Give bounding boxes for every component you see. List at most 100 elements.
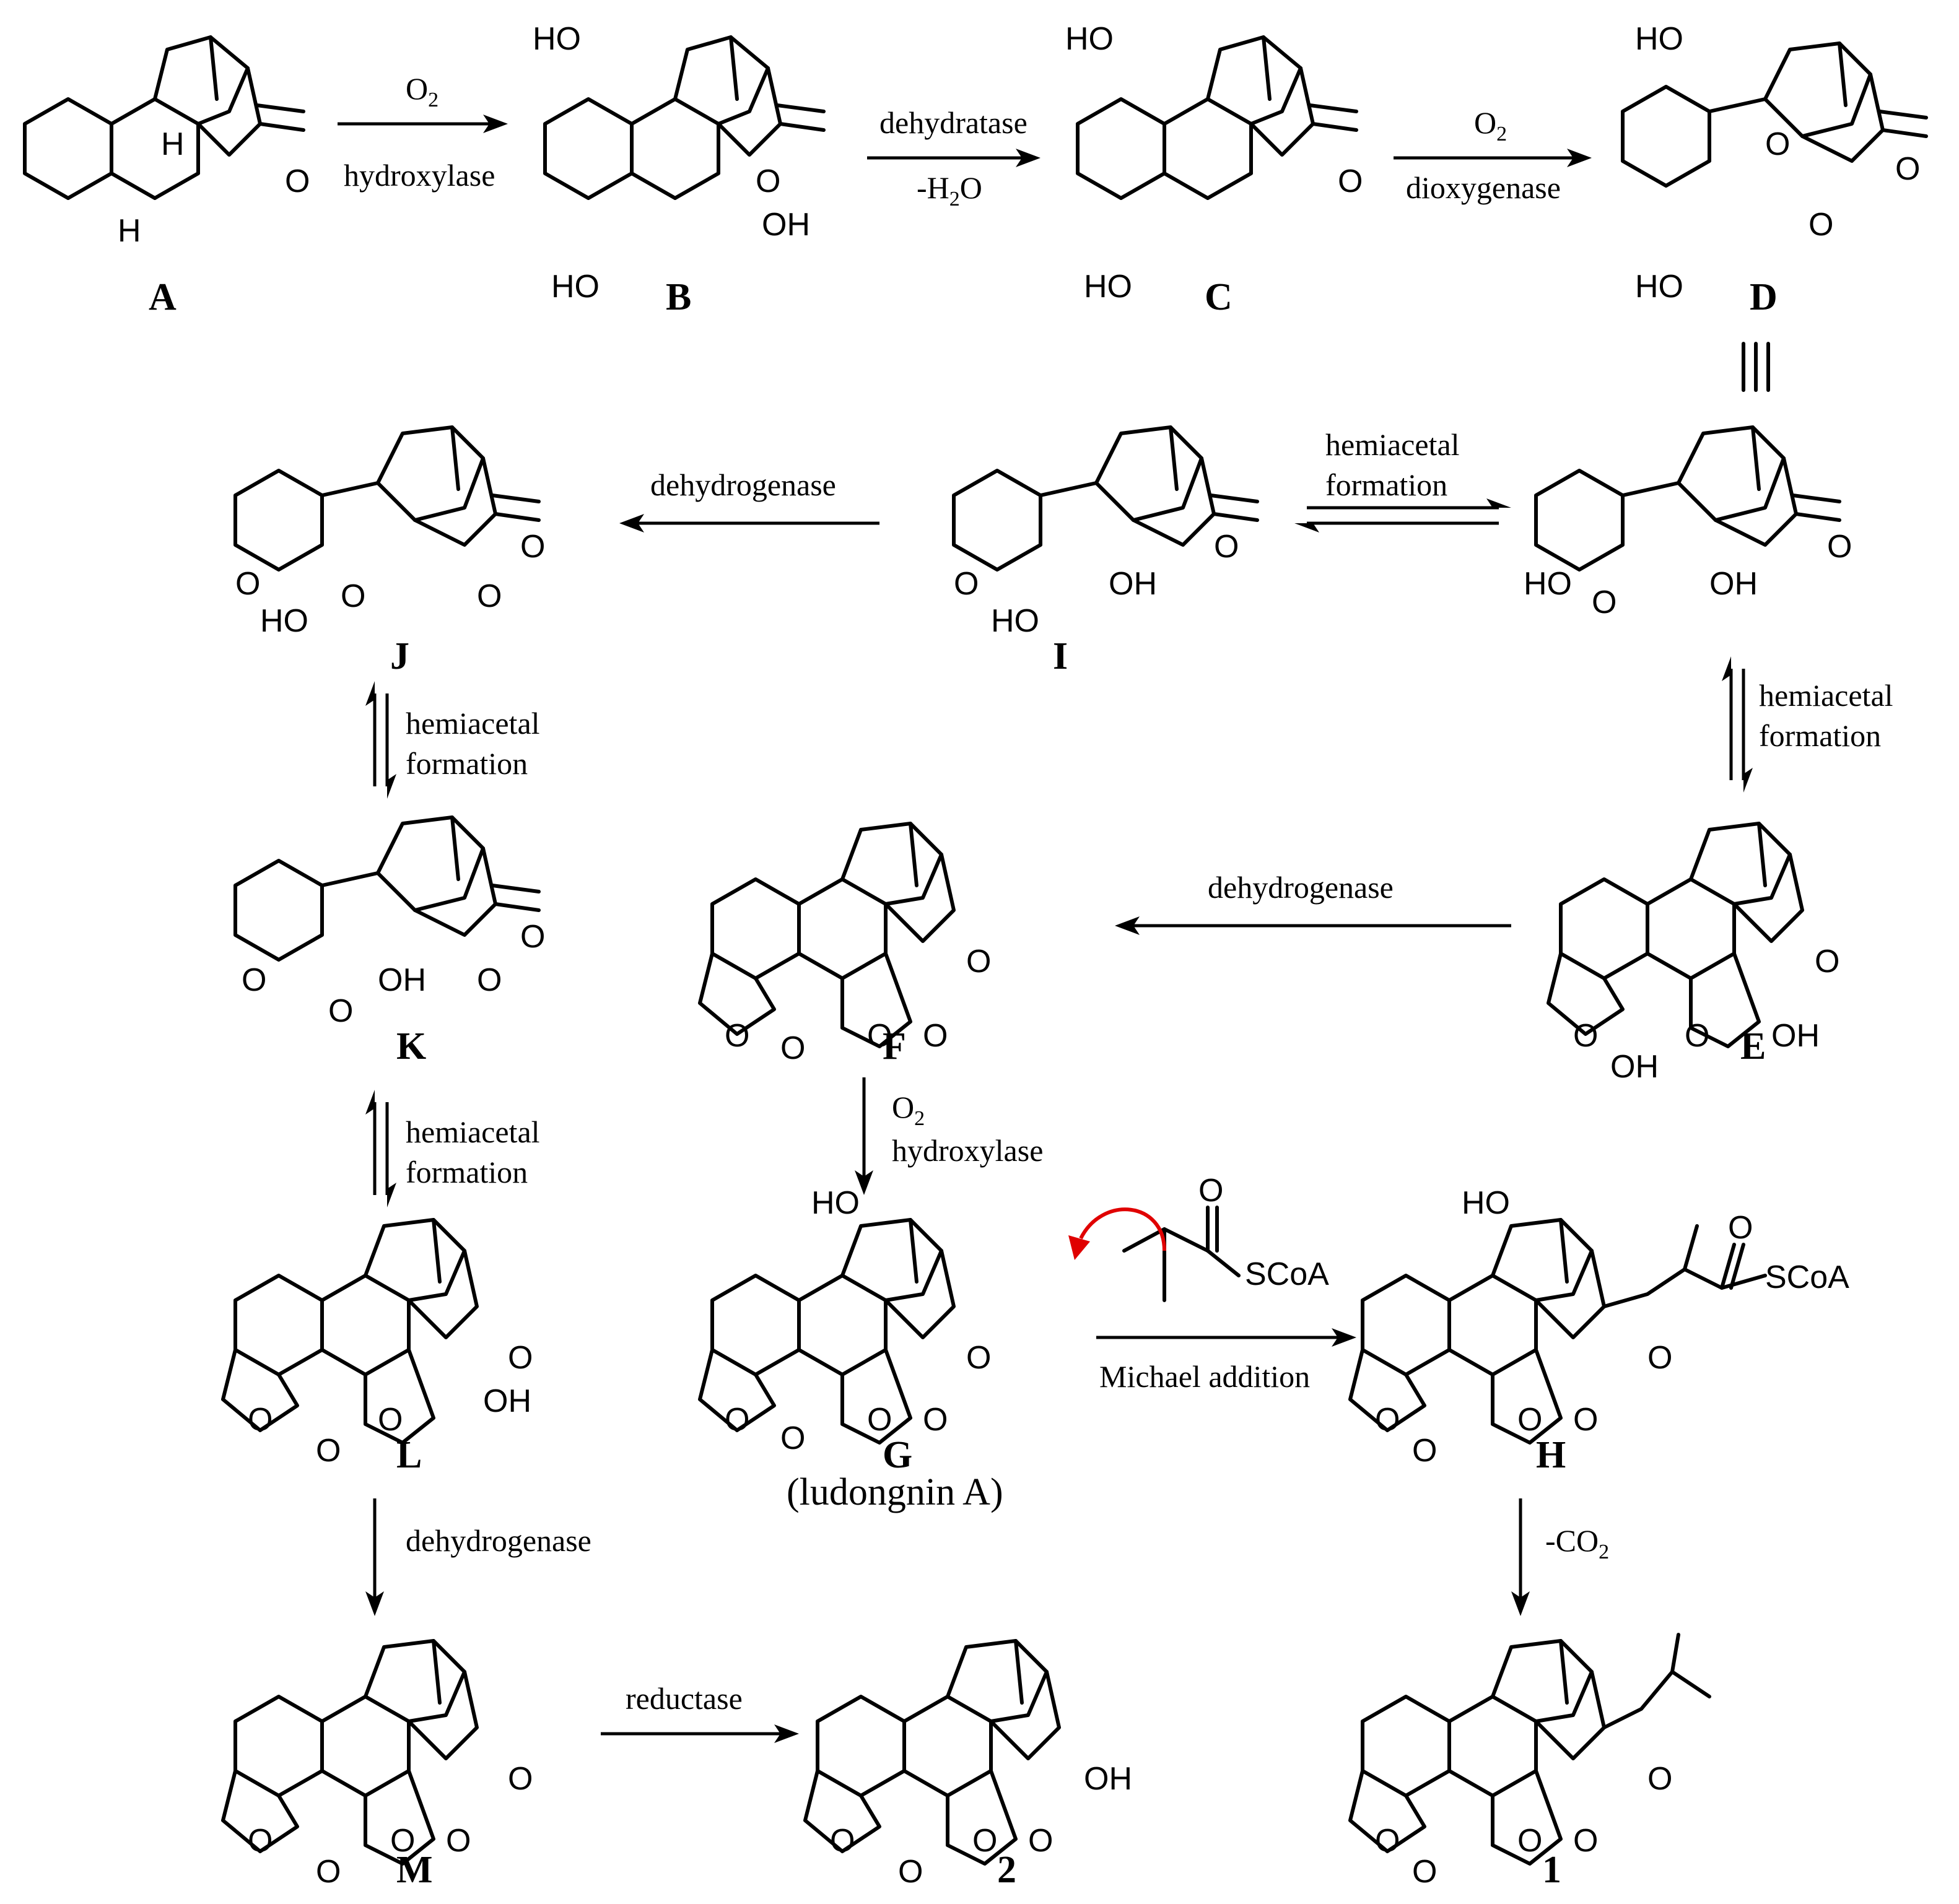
atom-O: O xyxy=(378,1402,403,1438)
atom-O: O xyxy=(1815,944,1839,980)
arrow-m-to-2: reductase xyxy=(601,1681,799,1743)
arrow-l-to-m: dehydrogenase xyxy=(365,1498,591,1616)
arrow-d-to-e-equilibrium: hemiacetal formation xyxy=(1722,656,1893,793)
label-F: F xyxy=(883,1025,906,1067)
atom-O: O xyxy=(1198,1173,1223,1209)
arrow-b-to-c: dehydratase -H2O xyxy=(867,105,1041,211)
cond-lm: dehydrogenase xyxy=(406,1523,591,1558)
atom-OH: OH xyxy=(483,1383,531,1419)
cond-di-1: hemiacetal xyxy=(1325,427,1460,462)
arrow-k-to-l-equilibrium: hemiacetal formation xyxy=(365,1090,540,1207)
atom-HO: HO xyxy=(991,603,1039,639)
atom-OH: OH xyxy=(1109,566,1157,602)
cond-ij: dehydrogenase xyxy=(650,467,836,502)
atom-O: O xyxy=(235,566,260,602)
atom-HO: HO xyxy=(551,269,600,305)
atom-H: H xyxy=(118,213,141,249)
atom-O: O xyxy=(328,993,353,1029)
compound-C: HO O HO xyxy=(1065,21,1363,305)
atom-HO: HO xyxy=(533,21,581,57)
cond-de-1: hemiacetal xyxy=(1759,678,1893,713)
label-2: 2 xyxy=(997,1849,1016,1891)
arrow-j-to-k-equilibrium: hemiacetal formation xyxy=(365,681,540,799)
atom-O: O xyxy=(242,962,266,998)
arrow-h-to-1: -CO2 xyxy=(1511,1498,1609,1616)
atom-O: O xyxy=(1808,207,1833,243)
cond-di-2: formation xyxy=(1325,467,1447,502)
reagent-isobutyryl-scoa: O SCoA xyxy=(1122,1173,1329,1302)
label-B: B xyxy=(666,276,691,318)
atom-O: O xyxy=(780,1420,805,1456)
atom-O: O xyxy=(780,1030,805,1066)
arrow-a-to-b: O2 hydroxylase xyxy=(338,71,508,193)
label-D: D xyxy=(1750,276,1778,318)
atom-O: O xyxy=(972,1823,997,1859)
label-J: J xyxy=(390,635,409,677)
cond-cd-bottom: dioxygenase xyxy=(1406,170,1561,205)
atom-HO: HO xyxy=(811,1185,860,1221)
atom-O: O xyxy=(1338,163,1363,199)
cond-kl-2: formation xyxy=(406,1155,528,1189)
compound-J: O HO O O O xyxy=(235,427,545,639)
atom-OH: OH xyxy=(1709,566,1758,602)
atom-H: H xyxy=(161,126,185,162)
compound-D-open-skeleton xyxy=(1536,427,1839,570)
compound-F-skeleton xyxy=(700,824,954,1046)
label-K: K xyxy=(396,1025,426,1067)
compound-G: HO O O O O O xyxy=(700,1185,991,1456)
atom-O: O xyxy=(1728,1210,1753,1246)
atom-SCoA: SCoA xyxy=(1245,1256,1329,1292)
arrow-i-d-equilibrium: hemiacetal formation xyxy=(1294,427,1511,533)
atom-O: O xyxy=(1028,1823,1053,1859)
atom-O: O xyxy=(756,163,780,199)
label-G-name: (ludongnin A) xyxy=(787,1471,1003,1513)
atom-O: O xyxy=(1375,1823,1400,1859)
atom-HO: HO xyxy=(1462,1185,1510,1221)
atom-O: O xyxy=(954,566,979,602)
atom-HO: HO xyxy=(1635,269,1683,305)
atom-O: O xyxy=(390,1823,415,1859)
cond-bc-bottom: -H2O xyxy=(917,170,982,211)
equivalence-mark xyxy=(1742,342,1770,392)
atom-HO: HO xyxy=(1084,269,1132,305)
compound-D-skeleton xyxy=(1623,43,1926,186)
atom-O: O xyxy=(446,1823,471,1859)
atom-O: O xyxy=(1647,1340,1672,1376)
label-L: L xyxy=(396,1434,422,1476)
atom-O: O xyxy=(285,163,310,199)
atom-SCoA: SCoA xyxy=(1765,1259,1849,1295)
atom-O: O xyxy=(1214,529,1239,565)
compound-C-skeleton xyxy=(1078,37,1356,198)
cond-gh: Michael addition xyxy=(1099,1359,1310,1394)
arrow-i-to-j: dehydrogenase xyxy=(619,467,879,533)
cond-fg-1: O2 xyxy=(892,1090,925,1130)
atom-O: O xyxy=(923,1018,948,1054)
cond-jk-2: formation xyxy=(406,746,528,781)
compound-F: O O O O O xyxy=(700,824,991,1066)
cond-de-2: formation xyxy=(1759,718,1881,753)
compound-D: HO O O O HO xyxy=(1623,21,1926,305)
label-A: A xyxy=(149,276,177,318)
compound-I-skeleton xyxy=(954,427,1257,570)
atom-HO: HO xyxy=(1524,566,1572,602)
arrow-g-to-h: Michael addition xyxy=(1096,1328,1356,1394)
label-H: H xyxy=(1536,1434,1566,1476)
atom-OH: OH xyxy=(1771,1018,1820,1054)
atom-HO: HO xyxy=(1065,21,1114,57)
cond-jk-1: hemiacetal xyxy=(406,706,540,741)
atom-O: O xyxy=(1573,1018,1598,1054)
compound-B-skeleton xyxy=(545,37,824,198)
atom-O: O xyxy=(341,578,365,614)
atom-O: O xyxy=(248,1823,273,1859)
atom-O: O xyxy=(520,919,545,955)
cond-h1: -CO2 xyxy=(1545,1523,1609,1563)
atom-O: O xyxy=(248,1402,273,1438)
atom-O: O xyxy=(1375,1402,1400,1438)
atom-O: O xyxy=(830,1823,855,1859)
atom-O: O xyxy=(867,1402,892,1438)
cond-kl-1: hemiacetal xyxy=(406,1115,540,1149)
cond-cd-top: O2 xyxy=(1474,105,1507,146)
cond-fg-2: hydroxylase xyxy=(892,1133,1043,1168)
atom-O: O xyxy=(1647,1761,1672,1797)
